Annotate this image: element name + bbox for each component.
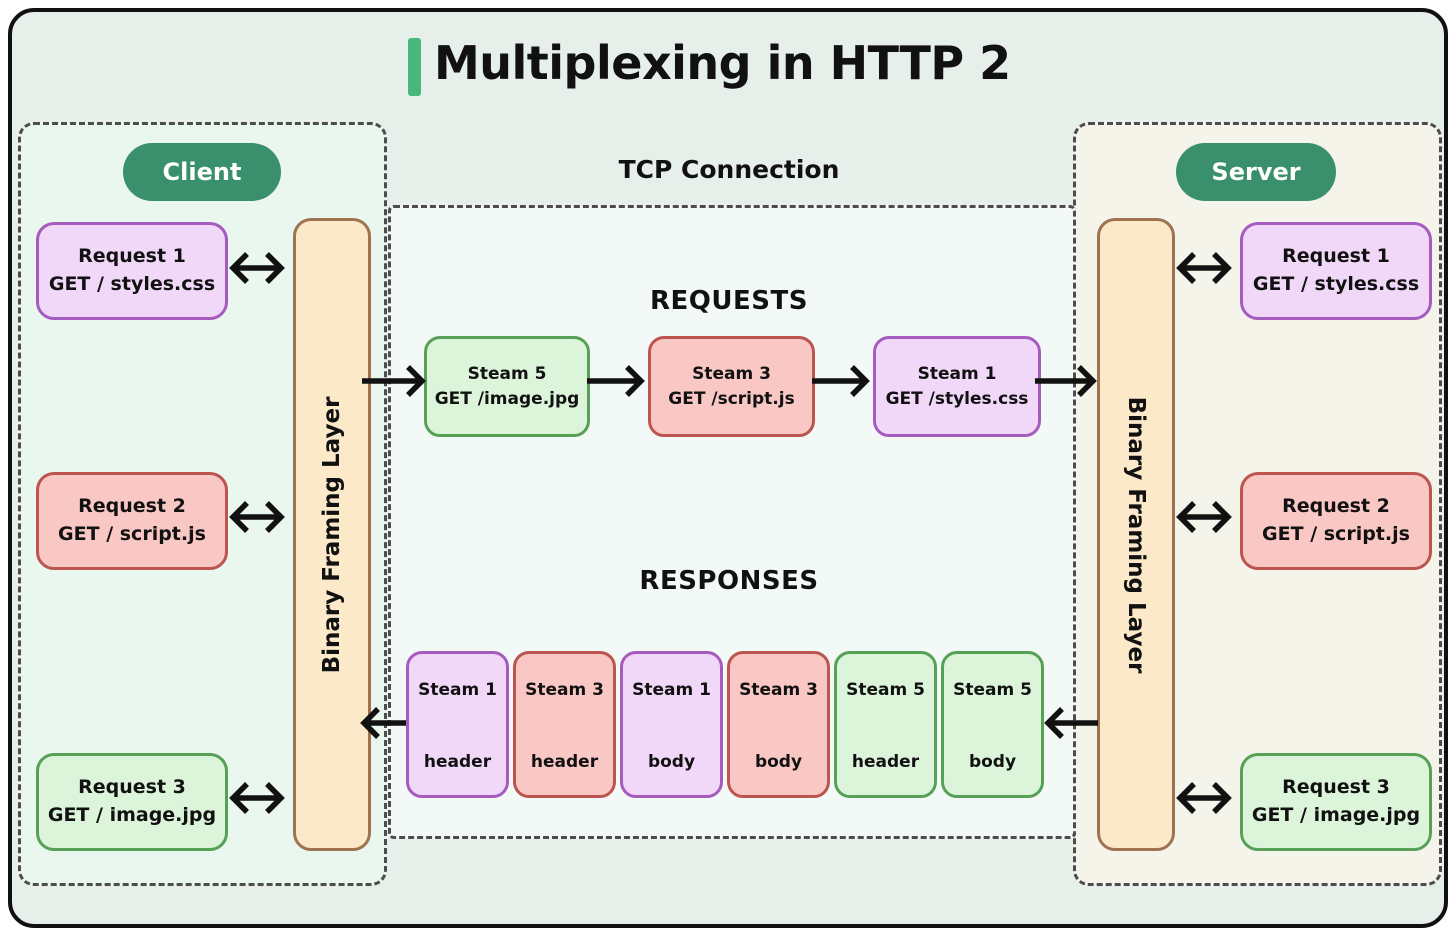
- arrow-right-icon: [585, 359, 647, 403]
- client-request-2-box: Request 2 GET / script.js: [36, 472, 228, 570]
- framing-layer-label: Binary Framing Layer: [1123, 396, 1149, 673]
- double-arrow-icon: [1172, 246, 1236, 290]
- response-frame-steam1-header: Steam 1 header: [406, 651, 509, 798]
- stream-path: GET /styles.css: [885, 388, 1029, 409]
- frame-part: body: [968, 752, 1017, 773]
- arrow-right-icon: [1033, 359, 1099, 403]
- arrow-left-icon: [360, 701, 408, 745]
- frame-stream: Steam 3: [739, 680, 818, 700]
- arrow-left-icon: [1044, 701, 1100, 745]
- client-label-pill: Client: [123, 143, 281, 201]
- request-path: GET / styles.css: [1252, 273, 1420, 295]
- framing-layer-label: Binary Framing Layer: [319, 396, 345, 673]
- server-request-1-box: Request 1 GET / styles.css: [1240, 222, 1432, 320]
- stream-box-steam1-request: Steam 1 GET /styles.css: [873, 336, 1041, 437]
- frame-part: body: [647, 752, 696, 773]
- frame-stream: Steam 5: [953, 680, 1032, 700]
- request-title: Request 3: [1282, 776, 1390, 799]
- double-arrow-icon: [1172, 776, 1236, 820]
- frame-stream: Steam 1: [632, 680, 711, 700]
- frame-part: header: [851, 752, 920, 773]
- response-frame-steam5-header: Steam 5 header: [834, 651, 937, 798]
- page-title: Multiplexing in HTTP 2: [434, 36, 1011, 90]
- frame-stream: Steam 1: [418, 680, 497, 700]
- request-path: GET / script.js: [1262, 523, 1410, 545]
- request-title: Request 3: [78, 776, 186, 799]
- frame-part: body: [754, 752, 803, 773]
- tcp-connection-label: TCP Connection: [618, 155, 840, 184]
- title-accent-bar: [408, 38, 421, 96]
- client-binary-framing-layer: Binary Framing Layer: [293, 218, 371, 851]
- double-arrow-icon: [1172, 495, 1236, 539]
- frame-stream: Steam 5: [846, 680, 925, 700]
- responses-heading: RESPONSES: [639, 566, 819, 596]
- stream-box-steam5-request: Steam 5 GET /image.jpg: [424, 336, 590, 437]
- client-request-3-box: Request 3 GET / image.jpg: [36, 753, 228, 851]
- response-frame-steam1-body: Steam 1 body: [620, 651, 723, 798]
- request-title: Request 1: [78, 245, 186, 268]
- frame-part: header: [423, 752, 492, 773]
- stream-path: GET /script.js: [668, 388, 795, 409]
- stream-path: GET /image.jpg: [434, 388, 580, 409]
- arrow-right-icon: [360, 359, 428, 403]
- frame-part: header: [530, 752, 599, 773]
- stream-title: Steam 3: [692, 363, 771, 384]
- double-arrow-icon: [225, 776, 289, 820]
- request-title: Request 1: [1282, 245, 1390, 268]
- stream-title: Steam 5: [467, 363, 547, 384]
- server-binary-framing-layer: Binary Framing Layer: [1097, 218, 1175, 851]
- stream-box-steam3-request: Steam 3 GET /script.js: [648, 336, 815, 437]
- response-frame-steam3-body: Steam 3 body: [727, 651, 830, 798]
- request-path: GET / image.jpg: [1251, 804, 1421, 826]
- arrow-right-icon: [810, 359, 872, 403]
- requests-heading: REQUESTS: [650, 286, 808, 316]
- stream-title: Steam 1: [917, 363, 997, 384]
- server-label-pill: Server: [1176, 143, 1336, 201]
- request-path: GET / script.js: [58, 523, 206, 545]
- request-path: GET / styles.css: [48, 273, 216, 295]
- response-frame-steam3-header: Steam 3 header: [513, 651, 616, 798]
- server-request-2-box: Request 2 GET / script.js: [1240, 472, 1432, 570]
- double-arrow-icon: [225, 246, 289, 290]
- request-path: GET / image.jpg: [47, 804, 217, 826]
- server-request-3-box: Request 3 GET / image.jpg: [1240, 753, 1432, 851]
- response-frame-steam5-body: Steam 5 body: [941, 651, 1044, 798]
- request-title: Request 2: [78, 495, 186, 518]
- client-request-1-box: Request 1 GET / styles.css: [36, 222, 228, 320]
- double-arrow-icon: [225, 495, 289, 539]
- request-title: Request 2: [1282, 495, 1390, 518]
- frame-stream: Steam 3: [525, 680, 604, 700]
